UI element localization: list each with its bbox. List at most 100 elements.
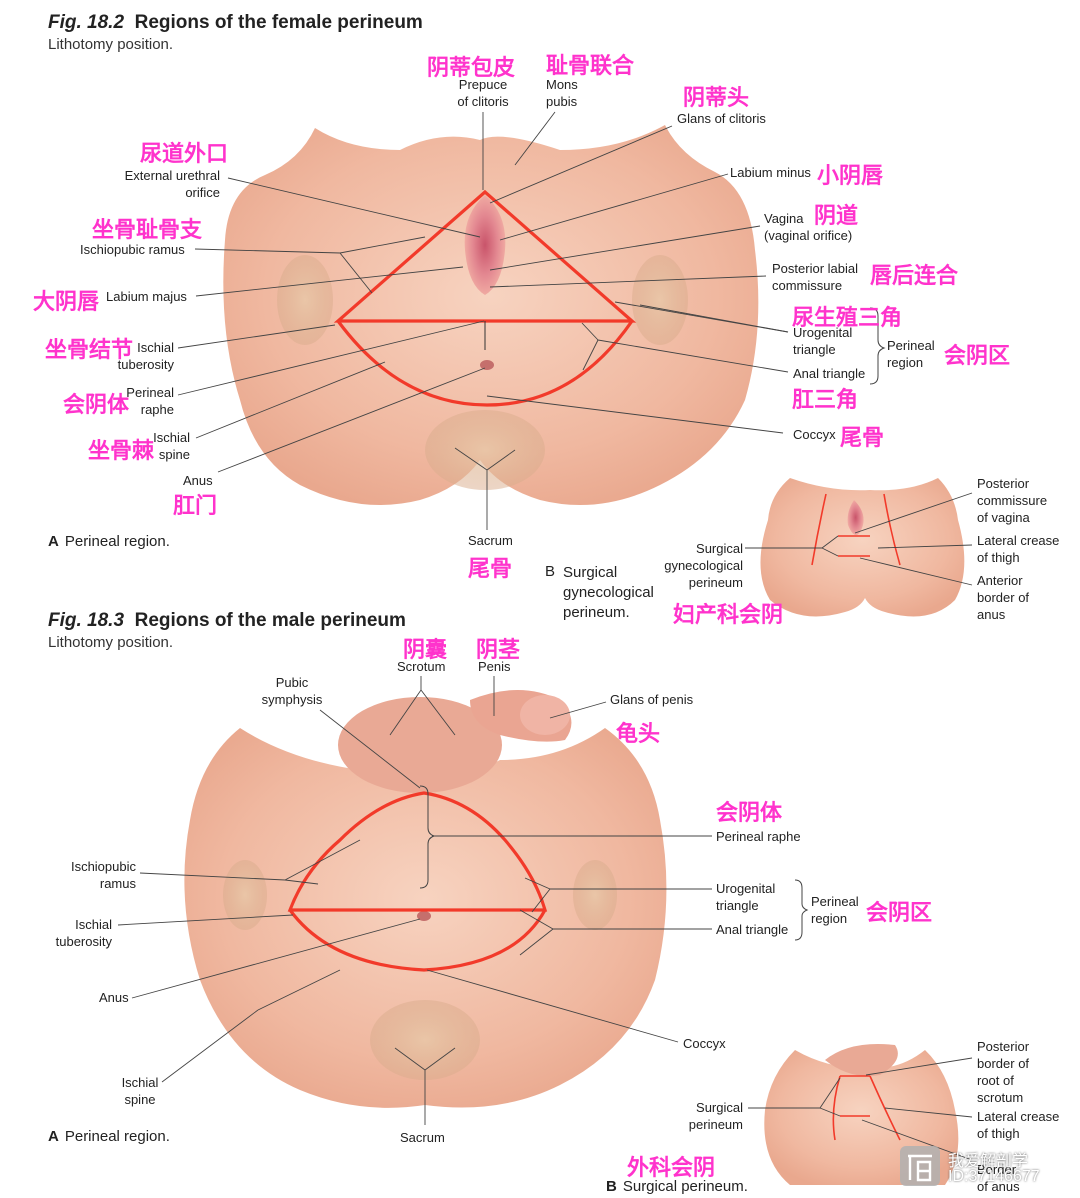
male-b-scrotum bbox=[825, 1044, 898, 1076]
label-lateral-crease-of-thigh-female: Lateral crease of thigh bbox=[977, 533, 1060, 565]
label-posterior-border-of-root-of-scrotum: Posterior border of root of scrotum bbox=[977, 1039, 1030, 1105]
zh-glans: 阴蒂头 bbox=[683, 85, 750, 111]
zh-surgical-gynecological: 妇产科会阴 bbox=[673, 602, 784, 628]
female-b-silhouette bbox=[760, 478, 965, 617]
label-mons-pubis: Mons pubis bbox=[546, 77, 578, 109]
label-anus: Anus bbox=[183, 473, 213, 488]
zh-surgical-perineum: 外科会阴 bbox=[627, 1155, 716, 1181]
label-vagina: Vagina (vaginal orifice) bbox=[764, 211, 853, 243]
part-b-label-male: Surgical perineum. bbox=[622, 1178, 748, 1195]
fig-18-2-number: Fig. 18.2 bbox=[48, 12, 125, 33]
label-ischiopubic-ramus-male: Ischiopubic ramus bbox=[70, 859, 136, 891]
zh-perineal-region-male: 会阴区 bbox=[866, 900, 933, 926]
label-surgical-perineum: Surgical perineum bbox=[688, 1100, 743, 1132]
fig-18-2-part-b-caption: Surgical gynecological perineum. bbox=[563, 564, 654, 621]
male-b-leader-lines bbox=[748, 1057, 973, 1161]
part-a-label-male: Perineal region. bbox=[64, 1128, 170, 1145]
left-ischial-bone bbox=[277, 255, 333, 345]
label-anal-triangle-male: Anal triangle bbox=[716, 922, 789, 937]
zh-posterior-labial: 唇后连合 bbox=[870, 263, 959, 289]
fig-18-2-subtitle: Lithotomy position. bbox=[48, 36, 174, 53]
label-external-urethral-orifice: External urethral orifice bbox=[124, 168, 220, 200]
part-b-letter-male: B bbox=[606, 1178, 617, 1195]
zh-coccyx: 尾骨 bbox=[840, 425, 885, 451]
male-perineal-outline bbox=[287, 791, 548, 972]
male-b-outline bbox=[832, 1075, 901, 1141]
fig-18-2-title-text: Regions of the female perineum bbox=[134, 12, 423, 33]
label-posterior-labial-commissure: Posterior labial commissure bbox=[772, 261, 858, 293]
label-anus-male: Anus bbox=[99, 990, 129, 1005]
label-urogenital-triangle: Urogenital triangle bbox=[793, 325, 853, 357]
label-ischial-tuberosity: Ischial tuberosity bbox=[117, 340, 174, 372]
fig-18-3-part-b-caption: B Surgical perineum. bbox=[606, 1178, 748, 1195]
label-anal-triangle: Anal triangle bbox=[793, 366, 866, 381]
female-perineum-illustration bbox=[223, 125, 759, 505]
zh-glans-penis: 龟头 bbox=[616, 721, 661, 747]
label-glans-of-penis: Glans of penis bbox=[610, 692, 694, 707]
label-lateral-crease-of-thigh-male: Lateral crease of thigh bbox=[977, 1109, 1060, 1141]
right-ischial-bone bbox=[632, 255, 688, 345]
zh-ischiopubic: 坐骨耻骨支 bbox=[92, 217, 203, 243]
fig-18-2-title: Fig. 18.2 Regions of the female perineum bbox=[48, 12, 423, 34]
label-coccyx-male: Coccyx bbox=[683, 1036, 726, 1051]
male-right-ischial-bone bbox=[573, 860, 617, 930]
label-labium-majus: Labium majus bbox=[106, 289, 187, 304]
part-a-label: Perineal region. bbox=[64, 533, 170, 550]
female-surgical-illustration bbox=[760, 478, 965, 617]
fig-18-3-title: Fig. 18.3 Regions of the male perineum bbox=[48, 610, 406, 632]
zh-vagina: 阴道 bbox=[814, 203, 859, 229]
label-posterior-commissure-of-vagina: Posterior commissure of vagina bbox=[977, 476, 1048, 525]
fig-18-3-title-text: Regions of the male perineum bbox=[134, 610, 406, 631]
fig-18-3-subtitle: Lithotomy position. bbox=[48, 634, 174, 651]
anus-mark bbox=[480, 360, 494, 370]
label-pubic-symphysis: Pubic symphysis bbox=[261, 675, 323, 707]
vulva bbox=[464, 195, 506, 295]
fig-18-2-part-b-letter: B bbox=[545, 563, 556, 580]
male-leader-lines bbox=[117, 676, 712, 1125]
zh-perineal-raphe-male: 会阴体 bbox=[716, 800, 783, 826]
label-ischial-tuberosity-male: Ischial tuberosity bbox=[55, 917, 112, 949]
zh-perineal-raphe: 会阴体 bbox=[63, 392, 130, 418]
label-prepuce-of-clitoris: Prepuce of clitoris bbox=[457, 77, 509, 109]
zh-scrotum: 阴囊 bbox=[403, 637, 448, 663]
female-leader-lines bbox=[177, 111, 789, 530]
zh-external-urethral: 尿道外口 bbox=[140, 141, 229, 167]
fig-18-2-part-a-caption: A Perineal region. bbox=[48, 533, 170, 550]
male-glans bbox=[520, 695, 570, 735]
male-sacrum-bone bbox=[370, 1000, 480, 1080]
zh-labium-minus: 小阴唇 bbox=[817, 163, 884, 189]
label-ischial-spine: Ischial spine bbox=[153, 430, 190, 462]
zh-prepuce: 阴蒂包皮 bbox=[427, 55, 516, 81]
label-perineal-raphe-male: Perineal raphe bbox=[716, 829, 801, 844]
label-ischial-spine-male: Ischial spine bbox=[121, 1075, 159, 1107]
perineal-region-brace-female bbox=[869, 307, 886, 385]
female-b-leader-lines bbox=[745, 492, 973, 586]
zh-sacrum: 尾骨 bbox=[468, 556, 513, 582]
zh-ischial-tuberosity: 坐骨结节 bbox=[45, 337, 134, 363]
zh-labium-majus: 大阴唇 bbox=[33, 289, 100, 315]
watermark-line2: ID:37146677 bbox=[948, 1168, 1040, 1185]
label-ischiopubic-ramus: Ischiopubic ramus bbox=[80, 242, 185, 257]
label-sacrum: Sacrum bbox=[468, 533, 513, 548]
label-scrotum: Scrotum bbox=[397, 659, 446, 674]
label-perineal-region-male: Perineal region bbox=[811, 894, 859, 926]
perineal-region-brace-male bbox=[794, 879, 809, 941]
part-a-letter: A bbox=[48, 533, 59, 550]
zh-anal-triangle: 肛三角 bbox=[792, 387, 859, 413]
label-glans-of-clitoris: Glans of clitoris bbox=[677, 111, 766, 126]
label-sacrum-male: Sacrum bbox=[400, 1130, 445, 1145]
label-surgical-gynecological-perineum: Surgical gynecological perineum bbox=[664, 541, 743, 590]
label-perineal-raphe: Perineal raphe bbox=[126, 385, 174, 417]
label-coccyx: Coccyx bbox=[793, 427, 836, 442]
male-left-ischial-bone bbox=[223, 860, 267, 930]
female-b-outline bbox=[811, 493, 901, 566]
sacrum-bone bbox=[425, 410, 545, 490]
label-perineal-region: Perineal region bbox=[887, 338, 935, 370]
zh-anus: 肛门 bbox=[173, 493, 218, 519]
female-b-vulva bbox=[847, 500, 864, 535]
male-scrotum bbox=[338, 697, 502, 793]
label-penis: Penis bbox=[478, 659, 511, 674]
label-urogenital-triangle-male: Urogenital triangle bbox=[716, 881, 776, 913]
